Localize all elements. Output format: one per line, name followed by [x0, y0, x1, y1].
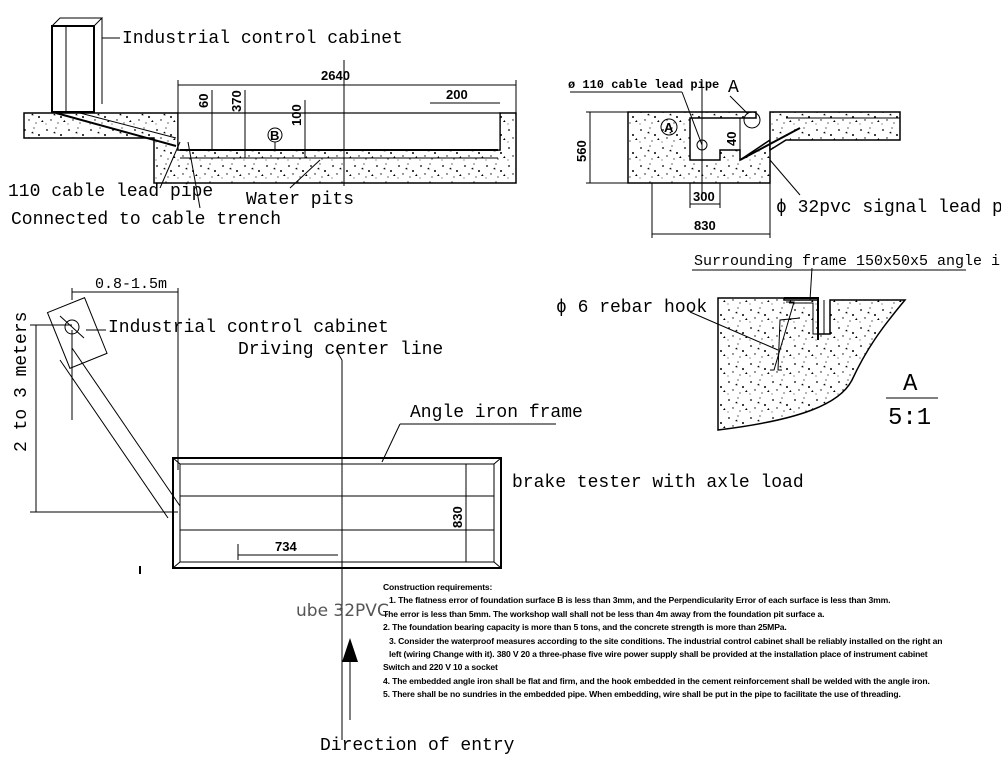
note-line: 4. The embedded angle iron shall be flat…	[383, 675, 930, 686]
plan-cabinet-label: Industrial control cabinet	[108, 318, 389, 338]
section-view: Industrial control cabinet 2640 200 60 3…	[8, 17, 517, 230]
angle-iron-frame-inner	[179, 463, 495, 563]
note-line: 5. There shall be no sundries in the emb…	[383, 689, 901, 700]
construction-notes: Construction requirements: 1. The flatne…	[383, 581, 998, 702]
dim-734: 734	[275, 539, 297, 554]
angle-iron-frame-outer	[172, 457, 502, 569]
entry-arrow-icon	[342, 638, 358, 662]
dim-200: 200	[446, 87, 468, 102]
frame-label: Surrounding frame 150x50x5 angle iron	[694, 253, 1001, 270]
height-dim: 2 to 3 meters	[12, 312, 32, 452]
note-line: The error is less than 5mm. The workshop…	[383, 608, 825, 619]
frame-iron-label: Angle iron frame	[410, 403, 583, 423]
note-line: 1. The flatness error of foundation surf…	[389, 595, 891, 606]
detail-a-circle	[743, 111, 761, 129]
signal-pipe-label: ϕ 32pvc signal lead pipe	[776, 198, 1001, 218]
section-pipe-label: 110 cable lead pipe	[8, 182, 213, 202]
note-line: 2. The foundation bearing capacity is mo…	[383, 622, 787, 633]
detail-title: A	[903, 371, 918, 398]
dim-830-plan: 830	[450, 506, 465, 528]
detail-marker: A	[728, 78, 739, 98]
dim-100: 100	[289, 104, 304, 126]
dim-560: 560	[574, 140, 589, 162]
side-foundation	[627, 111, 771, 184]
dim-60: 60	[196, 94, 211, 108]
note-line: Switch and 220 V 10 a socket	[383, 662, 498, 673]
water-pit-label: Water pits	[246, 190, 354, 210]
tube-label: ube 32PVC	[296, 601, 389, 621]
plan-cabinet	[46, 297, 108, 369]
notes-title: Construction requirements:	[383, 582, 493, 592]
note-line: 3. Consider the waterproof measures acco…	[389, 635, 943, 646]
surface-b-label: B	[270, 128, 279, 143]
circle-a-marker	[660, 118, 678, 136]
circle-a-label: A	[664, 120, 674, 135]
detail-scale: 5:1	[888, 405, 931, 432]
cabinet-elevation	[51, 17, 120, 113]
note-line: left (wiring Change with it). 380 V 20 a…	[389, 649, 928, 660]
trench-label: Connected to cable trench	[11, 210, 281, 230]
dim-370: 370	[229, 90, 244, 112]
hook-label: ϕ 6 rebar hook	[556, 298, 707, 318]
plan-view: 0.8-1.5m Industrial control cabinet 2 to…	[12, 276, 804, 756]
side-pipe-label: ø 110 cable lead pipe	[568, 78, 719, 92]
entry-label: Direction of entry	[320, 736, 515, 756]
dim-2640: 2640	[321, 68, 350, 83]
dim-830-side: 830	[694, 218, 716, 233]
dim-40: 40	[724, 132, 739, 146]
center-line-label: Driving center line	[238, 340, 443, 360]
cabinet-label: Industrial control cabinet	[122, 29, 403, 49]
dim-300: 300	[693, 189, 715, 204]
offset-dim: 0.8-1.5m	[95, 276, 167, 293]
detail-concrete	[717, 297, 907, 431]
tester-label: brake tester with axle load	[512, 473, 804, 493]
side-view: A ø 110 cable lead pipe A 560 40 300 830…	[568, 78, 1001, 238]
detail-a: Surrounding frame 150x50x5 angle iron ϕ …	[556, 253, 1001, 432]
